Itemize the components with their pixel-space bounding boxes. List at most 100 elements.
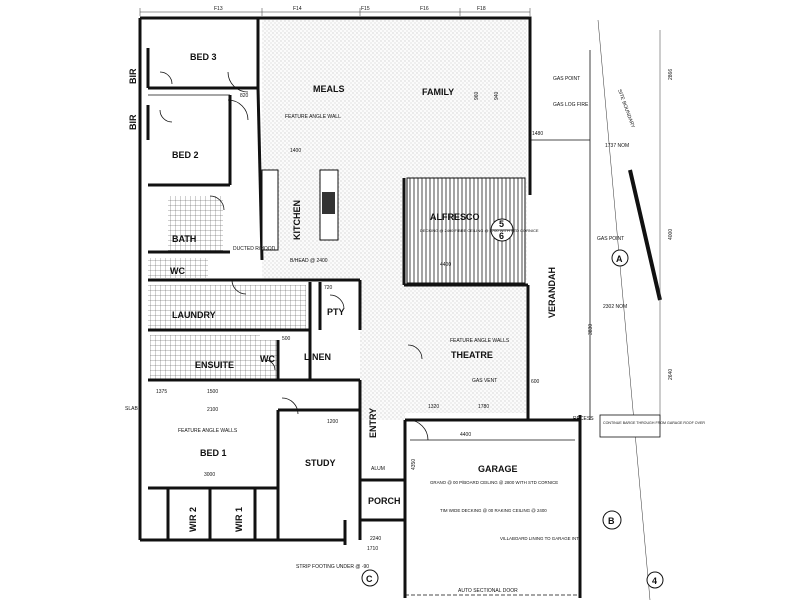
corridor-floor: [360, 280, 405, 420]
note-slab: SLAB: [125, 406, 138, 412]
room-label-porch: PORCH: [368, 496, 401, 506]
dim-3830: 3830: [588, 324, 594, 335]
dim-3000: 3000: [204, 472, 215, 478]
dim-4000: 4000: [668, 229, 674, 240]
room-label-ensuite: ENSUITE: [195, 360, 234, 370]
room-label-study: STUDY: [305, 458, 336, 468]
room-label-wir2: WIR 2: [188, 507, 198, 532]
room-label-bir-2: BIR: [128, 114, 138, 130]
laundry-floor: [148, 285, 306, 330]
room-label-bed1: BED 1: [200, 448, 227, 458]
note-alfresco-ceiling: DECKING @ 2400 FIBRE CEILING @ 2700 WITH…: [420, 228, 539, 233]
dim-f18: F18: [477, 6, 486, 12]
room-label-meals: MEALS: [313, 84, 345, 94]
room-label-bath: BATH: [172, 234, 196, 244]
top-dimension-line: F13 F14 F15 F16 F18: [139, 6, 531, 16]
door-swings: [159, 71, 429, 441]
marker-c-label: C: [366, 574, 373, 584]
kitchen-island: [261, 169, 339, 251]
dim-f16: F16: [420, 6, 429, 12]
dim-1737: 1737 NOM: [605, 143, 629, 149]
note-villaboard: VILLABOARD LINING TO GARAGE INT.: [500, 536, 580, 541]
room-label-alfresco: ALFRESCO: [430, 212, 480, 222]
marker-b-label: B: [608, 516, 615, 526]
note-bed1-feature: FEATURE ANGLE WALLS: [178, 428, 238, 434]
dim-960: 960: [474, 91, 480, 100]
ensuite-floor: [150, 335, 260, 380]
exterior-walls: [138, 16, 582, 598]
note-continue-barge: CONTINUE BARGE THROUGH FROM GARAGE ROOF …: [603, 421, 705, 425]
section-marker-c: C: [361, 569, 379, 587]
room-label-linen: LINEN: [304, 352, 331, 362]
interior-walls: [146, 18, 528, 540]
dim-2302: 2302 NOM: [603, 304, 627, 310]
dim-500: 500: [282, 336, 291, 342]
dim-1710: 1710: [367, 546, 378, 552]
section-marker-a: A: [611, 249, 629, 267]
note-garage-decking: TIM WIDE DECKING @ 00 RAKING CEILING @ 2…: [440, 508, 547, 513]
room-label-pty: PTY: [327, 307, 345, 317]
section-marker-4: 4: [646, 571, 664, 589]
room-label-wc-upper: WC: [170, 266, 185, 276]
room-label-laundry: LAUNDRY: [172, 310, 216, 320]
note-gas-vent: GAS VENT: [472, 378, 497, 384]
marker-a-label: A: [616, 254, 623, 264]
room-label-garage: GARAGE: [478, 464, 518, 474]
note-gas-point-2: GAS POINT: [597, 236, 624, 242]
dim-1400: 1400: [290, 148, 301, 154]
marker-4-label: 4: [652, 576, 657, 586]
room-label-verandah: VERANDAH: [547, 267, 557, 318]
note-gas-log-fire: GAS LOG FIRE: [553, 102, 589, 108]
dim-f13: F13: [214, 6, 223, 12]
note-site-boundary: SITE BOUNDARY: [616, 89, 636, 130]
dim-940: 940: [494, 91, 500, 100]
note-gas-point-1: GAS POINT: [553, 76, 580, 82]
marker-6-label: 6: [499, 231, 504, 241]
dim-1780: 1780: [478, 404, 489, 410]
marker-5-label: 5: [499, 219, 504, 229]
note-garage-ceiling: GRANO @ 00 P/BOARD CEILING @ 2800 WITH S…: [430, 480, 558, 485]
note-theatre-feature: FEATURE ANGLE WALLS: [450, 338, 510, 344]
room-label-wir1: WIR 1: [234, 507, 244, 532]
note-strip-footing: STRIP FOOTING UNDER @ -90: [296, 564, 369, 570]
dimension-labels: 1400 1375 1500 2100 3000 1200 4400 4400 …: [156, 69, 674, 552]
dim-4400a: 4400: [440, 262, 451, 268]
dim-2100: 2100: [207, 407, 218, 413]
dim-4400b: 4400: [460, 432, 471, 438]
note-alum: ALUM: [371, 466, 385, 472]
dim-820: 820: [240, 93, 249, 99]
dim-2640: 2640: [668, 369, 674, 380]
theatre-floor: [404, 285, 528, 413]
note-ducted-rhood: DUCTED R/HOOD: [233, 246, 276, 252]
dim-720: 720: [324, 285, 333, 291]
room-label-entry: ENTRY: [368, 408, 378, 438]
room-label-family: FAMILY: [422, 87, 454, 97]
dim-4350: 4350: [411, 459, 417, 470]
note-auto-door: AUTO SECTIONAL DOOR: [458, 588, 518, 594]
room-label-theatre: THEATRE: [451, 350, 493, 360]
room-label-kitchen: KITCHEN: [292, 200, 302, 240]
note-recess: RECESS: [573, 416, 594, 422]
dim-2866: 2866: [668, 69, 674, 80]
dim-1500: 1500: [207, 389, 218, 395]
note-bhead: B/HEAD @ 2400: [290, 258, 328, 264]
room-label-bed2: BED 2: [172, 150, 199, 160]
dim-f15: F15: [361, 6, 370, 12]
note-feature-angle-wall: FEATURE ANGLE WALL: [285, 114, 341, 120]
dim-1200: 1200: [327, 419, 338, 425]
dim-2240: 2240: [370, 536, 381, 542]
verandah-structure: [530, 19, 662, 600]
dim-600: 600: [531, 379, 540, 385]
dim-1480: 1480: [532, 131, 543, 137]
dim-1375: 1375: [156, 389, 167, 395]
room-label-bed3: BED 3: [190, 52, 217, 62]
dim-1320: 1320: [428, 404, 439, 410]
dim-f14: F14: [293, 6, 302, 12]
bath-floor: [168, 196, 223, 251]
section-marker-56: 5 6: [490, 218, 514, 242]
room-label-wc-lower: WC: [260, 354, 275, 364]
room-label-bir-1: BIR: [128, 68, 138, 84]
section-marker-b: B: [602, 510, 622, 530]
wc-floor: [148, 258, 208, 278]
